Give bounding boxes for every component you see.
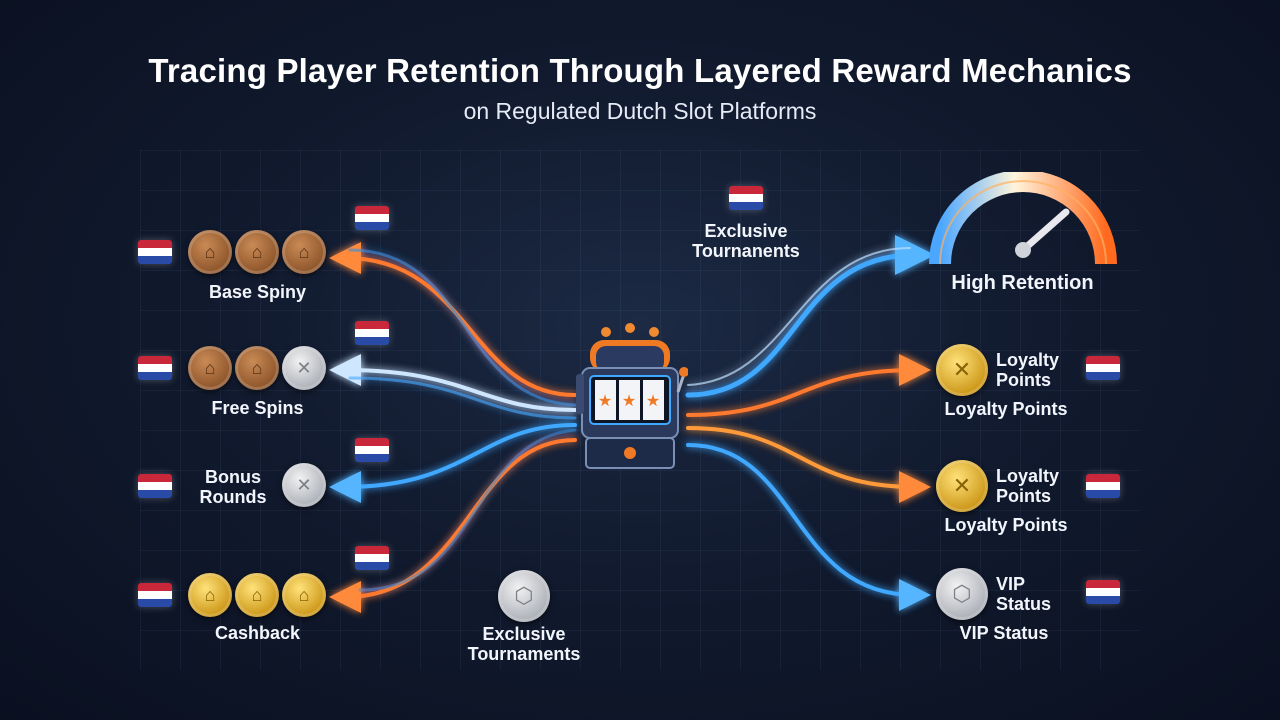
coin-icon: ⌂ [235,573,279,617]
loyalty-points-inline-1: Loyalty Points [996,350,1060,390]
netherlands-flag-icon [1086,356,1120,380]
coin-icon: ✕ [936,344,988,396]
page-title: Tracing Player Retention Through Layered… [148,52,1132,89]
netherlands-flag-icon [138,474,172,498]
flow-high-retention [685,235,935,398]
exclusive-tournaments-top-label: Exclusive Tournanents [692,221,800,261]
bonus-rounds-label: Bonus Rounds [199,467,267,507]
vip-status-inline: VIP Status [996,574,1052,614]
coin-icon: ✕ [282,463,326,507]
flow-loyalty-1 [686,354,931,417]
exclusive-tournaments-bottom-label: Exclusive Tournaments [467,624,581,664]
flow-high-retention-light [687,247,911,386]
loyalty-points-label-2: Loyalty Points [944,515,1068,535]
flow-bonus-rounds [329,423,577,503]
svg-text:★: ★ [646,393,660,410]
base-spiny-label: Base Spiny [208,282,307,302]
coin-icon: ⬡ [936,568,988,620]
flow-cashback-blue [358,428,577,592]
netherlands-flag-icon [1086,474,1120,498]
loyalty-points-label-1: Loyalty Points [944,399,1068,419]
netherlands-flag-icon [729,186,763,210]
page-subtitle: on Regulated Dutch Slot Platforms [463,98,817,124]
coin-icon: ⌂ [188,230,232,274]
gauge-icon [929,172,1117,265]
netherlands-flag-icon [138,583,172,607]
coin-icon: ⌂ [235,230,279,274]
netherlands-flag-icon [355,546,389,570]
flow-base-spiny-blue [348,248,577,407]
netherlands-flag-icon [355,321,389,345]
slot-machine-icon: ★ ★ ★ [576,323,688,469]
flow-base-spiny [329,242,577,397]
loyalty-points-inline-2: Loyalty Points [996,466,1060,506]
netherlands-flag-icon [1086,580,1120,604]
flow-vip [686,443,931,611]
coin-icon: ✕ [936,460,988,512]
cashback-label: Cashback [214,623,301,643]
flow-free-spins-blue [348,376,577,420]
badge-icon: ⬡ [498,570,550,622]
netherlands-flag-icon [355,206,389,230]
netherlands-flag-icon [138,240,172,264]
coin-icon: ⌂ [188,346,232,390]
vip-status-label: VIP Status [959,623,1049,643]
coin-icon: ⌂ [188,573,232,617]
coin-icon: ⌂ [235,346,279,390]
flow-loyalty-2 [686,426,931,503]
flow-cashback [329,438,577,613]
netherlands-flag-icon [355,438,389,462]
high-retention-label: High Retention [951,272,1094,294]
coin-icon: ⌂ [282,573,326,617]
coin-icon: ⌂ [282,230,326,274]
free-spins-label: Free Spins [211,398,304,418]
coin-icon: ✕ [282,346,326,390]
svg-text:★: ★ [622,393,636,410]
netherlands-flag-icon [138,356,172,380]
flow-free-spins [329,354,577,412]
svg-text:★: ★ [598,393,612,410]
